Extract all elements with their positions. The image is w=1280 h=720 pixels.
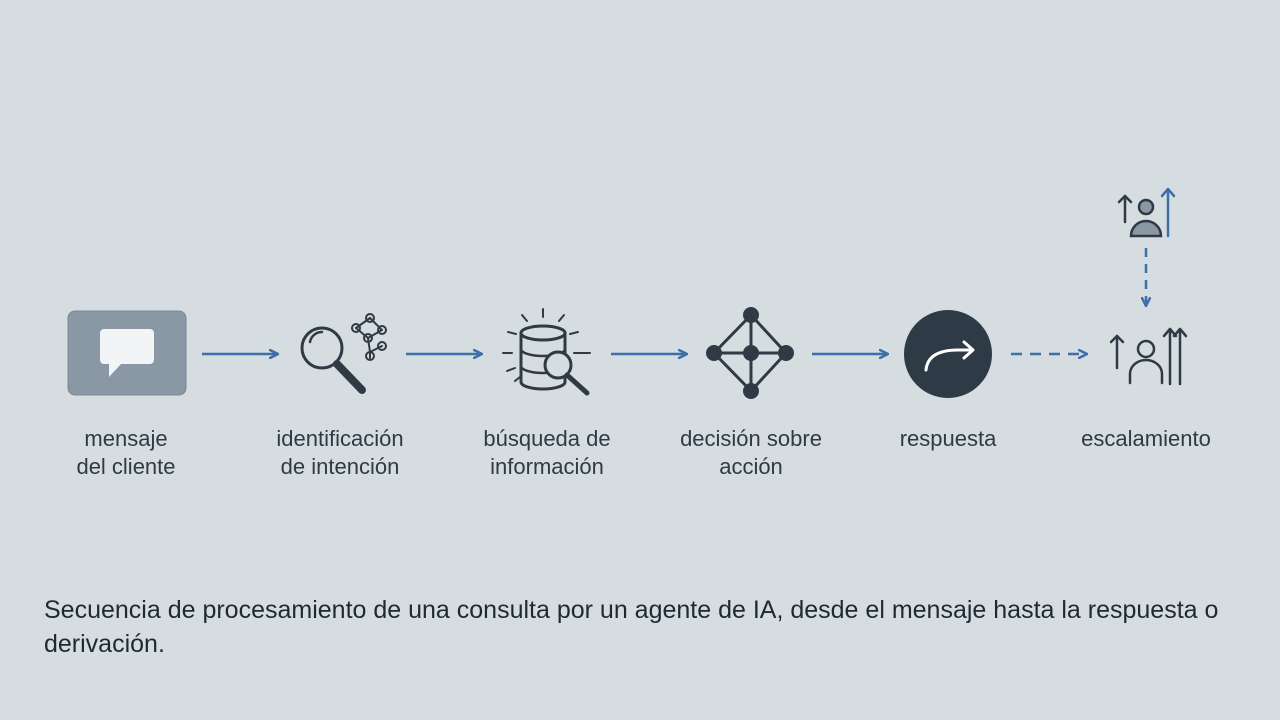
- step-label-respuesta: respuesta: [899, 426, 997, 451]
- step-label-busqueda: búsqueda de información: [483, 426, 611, 479]
- database-search-icon: [502, 308, 591, 396]
- figure-caption: Secuencia de procesamiento de una consul…: [44, 596, 1219, 658]
- person-escalate-icon: [1109, 327, 1188, 386]
- reply-arrow-icon: [904, 310, 992, 398]
- person-escalate-icon: [1117, 187, 1176, 238]
- decision-graph-icon: [706, 307, 794, 399]
- step-label-identificacion: identificación de intención: [276, 426, 404, 479]
- step-label-escalamiento: escalamiento: [1081, 426, 1211, 451]
- step-label-mensaje: mensaje del cliente: [76, 426, 176, 479]
- chat-bubble-icon: [67, 310, 187, 396]
- magnifier-network-icon: [300, 313, 387, 394]
- step-label-decision: decisión sobre acción: [680, 426, 822, 479]
